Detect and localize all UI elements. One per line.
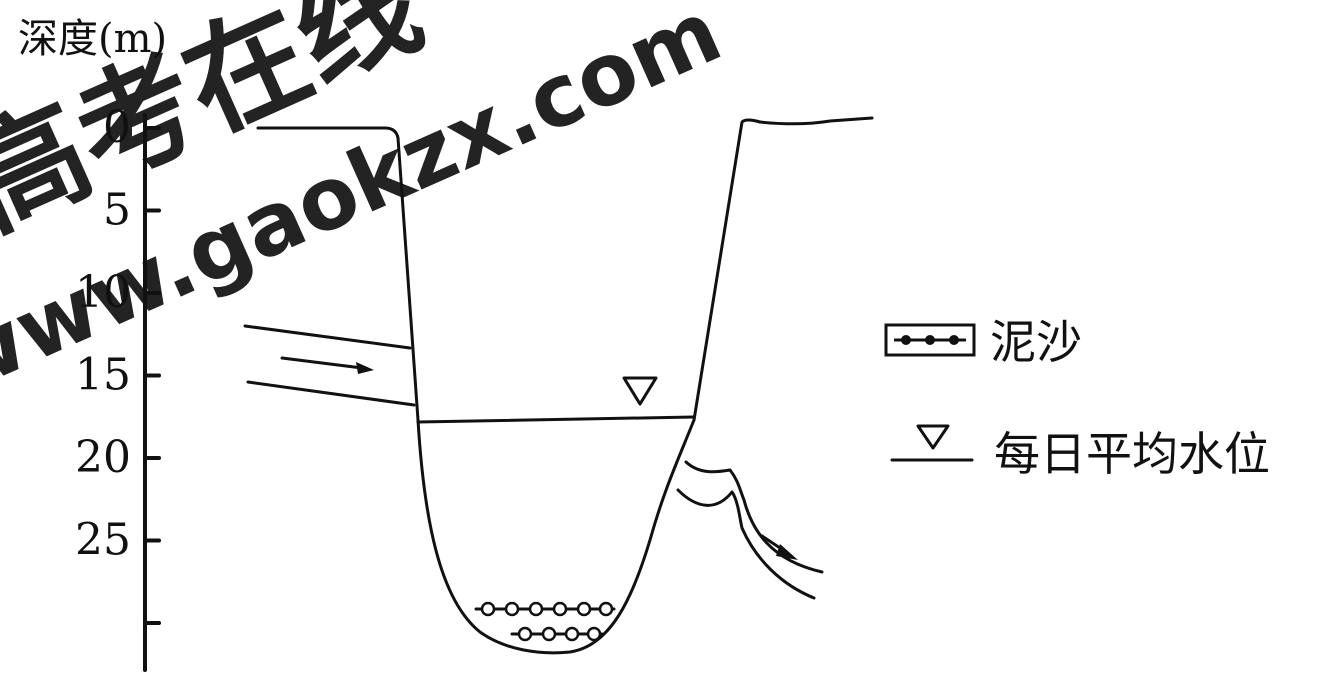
water-level-triangle-icon [624, 378, 656, 404]
ground-surface-right [760, 118, 872, 124]
water-surface-line [418, 417, 694, 422]
legend-water-level-label: 每日平均水位 [994, 427, 1270, 481]
legend-water-level: 每日平均水位 [892, 426, 1270, 481]
lake-basin [418, 420, 694, 653]
sediment-layer [476, 603, 614, 640]
depth-tick-label: 20 [75, 432, 131, 483]
inflow-arrow-shaft [282, 358, 362, 368]
water-level-legend-icon [918, 426, 948, 448]
legend-sediment: 泥沙 [886, 315, 1082, 369]
legend-sediment-label: 泥沙 [990, 315, 1082, 369]
inflow-channel-bottom [248, 382, 414, 405]
inflow-arrow-icon [356, 362, 374, 374]
lake-wall-right [694, 120, 760, 420]
inflow-channel-top [245, 326, 410, 348]
outflow-arrow-icon [776, 544, 798, 560]
depth-tick-label: 25 [75, 515, 131, 566]
outflow-channel-upper [686, 462, 822, 572]
